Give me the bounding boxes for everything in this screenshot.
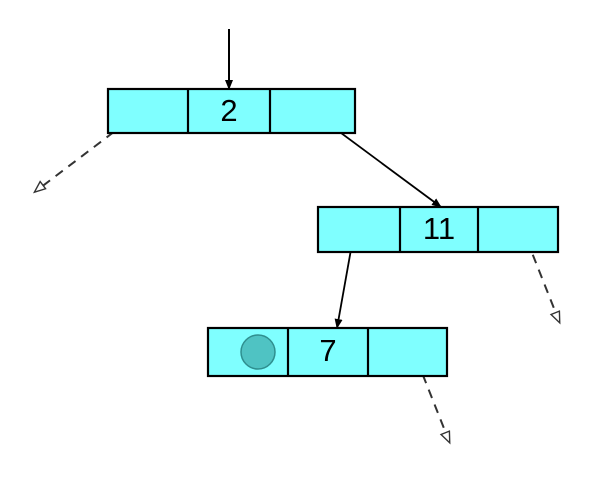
dashed-edges <box>32 102 561 445</box>
node-7-key: 7 <box>319 333 336 368</box>
node-11[interactable]: 11 <box>316 205 560 254</box>
node-7[interactable]: 7 <box>206 326 449 378</box>
node-7-marker-circle-icon <box>240 334 276 370</box>
node-11-key: 11 <box>423 211 455 246</box>
node-11-box <box>316 205 560 254</box>
node-2-key: 2 <box>220 93 237 128</box>
node-2[interactable]: 2 <box>106 87 357 135</box>
node-2-box <box>106 87 357 135</box>
solid-edges <box>225 29 442 329</box>
